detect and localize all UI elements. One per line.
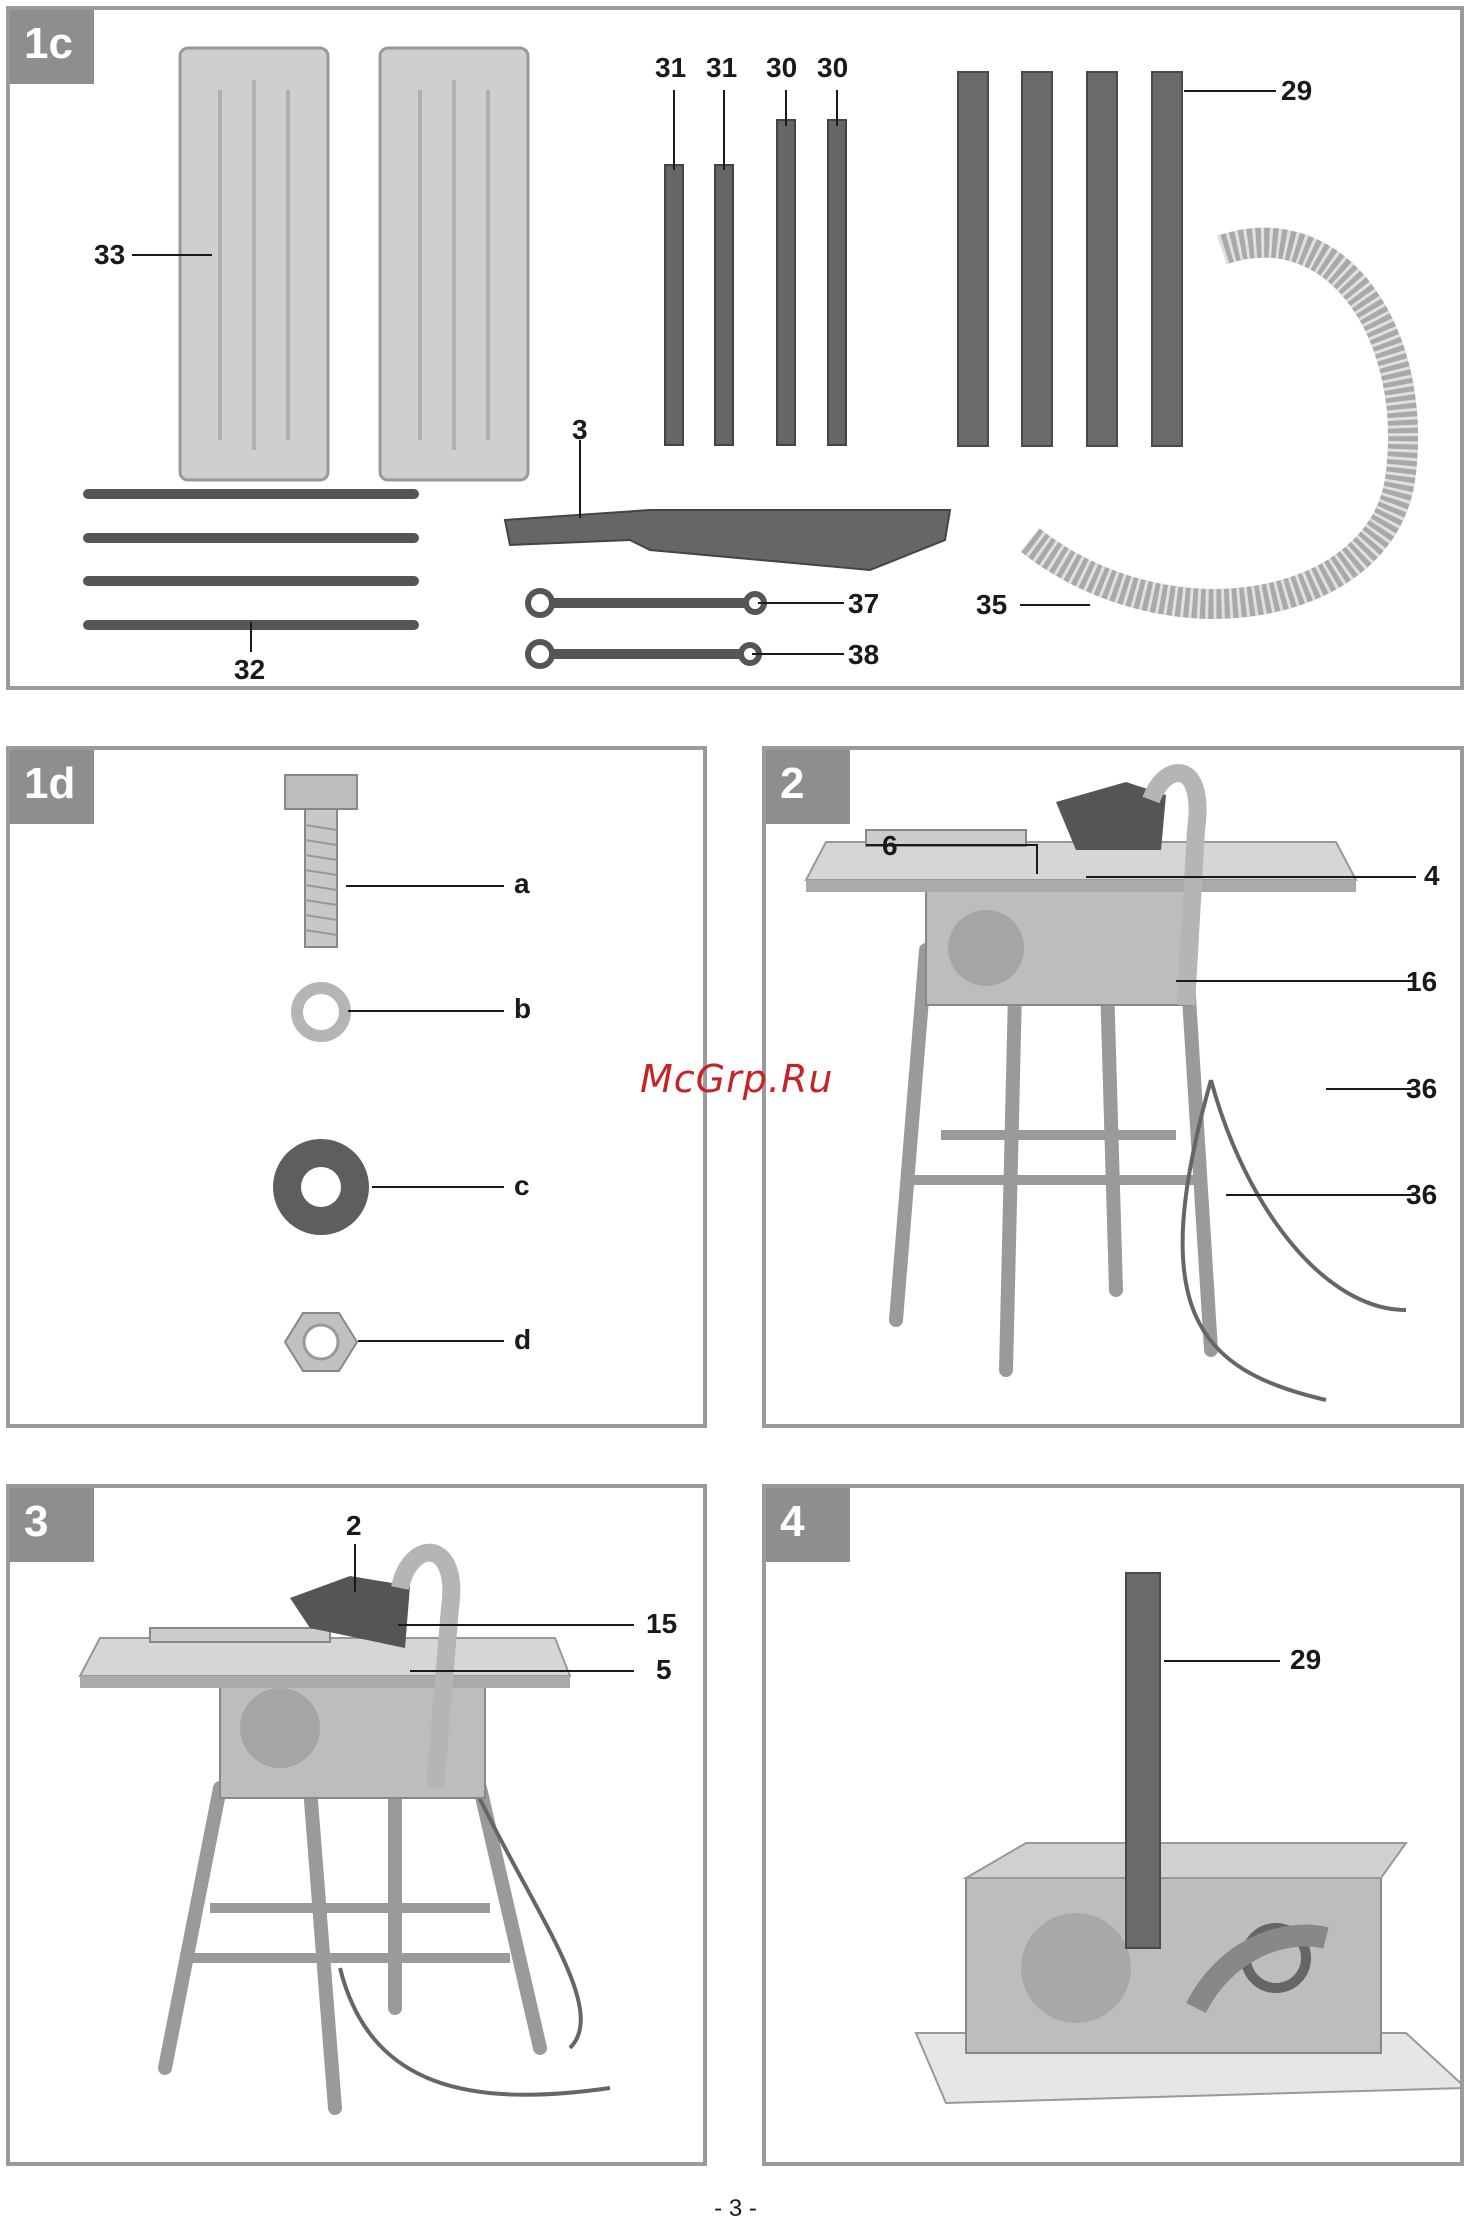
label-c: c	[514, 1172, 530, 1200]
label-30: 30	[817, 54, 848, 82]
leg-mounting-illustration	[766, 1488, 1464, 2166]
extraction-hose	[1030, 243, 1403, 604]
label-29: 29	[1290, 1646, 1321, 1674]
label-30: 30	[766, 54, 797, 82]
panel-4: 4 29	[762, 1484, 1464, 2166]
saw-rear-illustration	[10, 1488, 707, 2166]
label-31: 31	[655, 54, 686, 82]
label-a: a	[514, 870, 530, 898]
label-36: 36	[1406, 1075, 1437, 1103]
push-stick	[505, 510, 950, 570]
label-6: 6	[882, 832, 898, 860]
label-35: 35	[976, 591, 1007, 619]
label-16: 16	[1406, 968, 1437, 996]
panel-3: 3 2 15 5	[6, 1484, 707, 2166]
label-31: 31	[706, 54, 737, 82]
label-38: 38	[848, 641, 879, 669]
long-braces	[665, 120, 846, 445]
panel-1c: 1c	[6, 6, 1464, 690]
label-2: 2	[346, 1512, 362, 1540]
label-36: 36	[1406, 1181, 1437, 1209]
label-3: 3	[572, 416, 588, 444]
label-37: 37	[848, 590, 879, 618]
label-33: 33	[94, 241, 125, 269]
panel-1d: 1d a b c d	[6, 746, 707, 1428]
parts-illustration	[10, 10, 1464, 690]
stand-legs	[958, 72, 1182, 446]
label-4: 4	[1424, 862, 1440, 890]
label-29: 29	[1281, 77, 1312, 105]
extension-table-33	[180, 48, 528, 480]
label-b: b	[514, 995, 531, 1023]
label-15: 15	[646, 1610, 677, 1638]
label-5: 5	[656, 1656, 672, 1684]
label-32: 32	[234, 656, 265, 684]
page-number: - 3 -	[0, 2195, 1471, 2223]
hardware-illustration	[10, 750, 707, 1428]
panel-2: 2 6 4 16 36 36	[762, 746, 1464, 1428]
watermark: McGrp.Ru	[640, 1057, 833, 1101]
wrenches	[540, 603, 755, 654]
cross-struts	[88, 494, 414, 625]
label-d: d	[514, 1326, 531, 1354]
